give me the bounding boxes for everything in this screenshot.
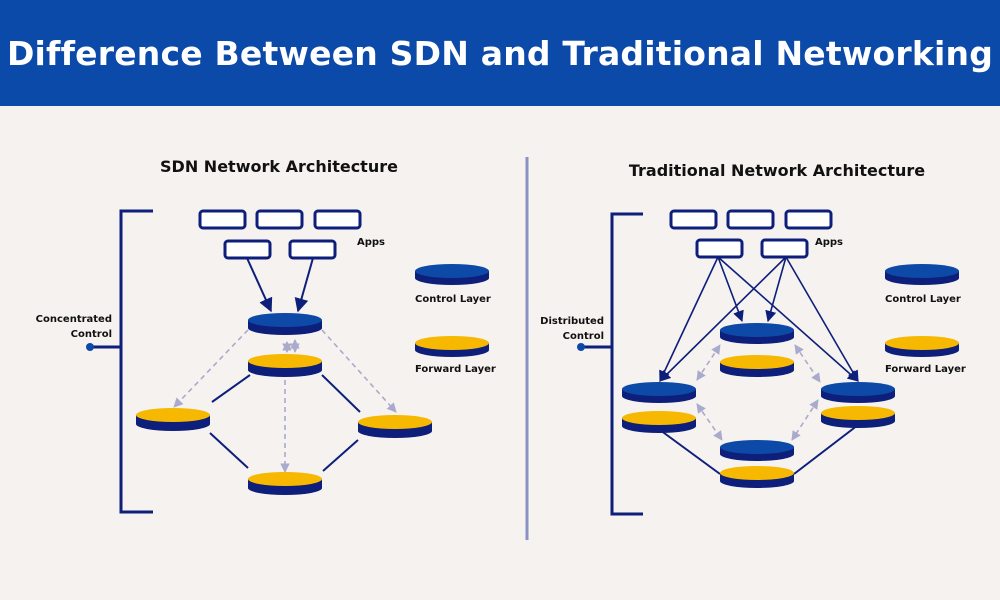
sdn-control-arrows bbox=[173, 329, 397, 473]
sdn-apps-label: Apps bbox=[357, 237, 385, 248]
traditional-bracket-dot bbox=[577, 343, 585, 351]
traditional-control-label-line2: Control bbox=[563, 331, 604, 342]
traditional-apps-label: Apps bbox=[815, 237, 843, 248]
traditional-node-bottom-control bbox=[720, 440, 794, 461]
title-banner: Difference Between SDN and Traditional N… bbox=[0, 0, 1000, 106]
traditional-app-box bbox=[695, 238, 744, 259]
traditional-panel: Traditional Network Architecture Distrib… bbox=[540, 161, 966, 516]
traditional-node-right-control bbox=[821, 382, 895, 403]
traditional-legend-control-icon bbox=[885, 264, 959, 285]
traditional-node-top-forward bbox=[720, 355, 794, 377]
sdn-forward-node-top bbox=[248, 354, 322, 377]
sdn-app-box bbox=[313, 209, 362, 230]
diagram-canvas: SDN Network Architecture Concentrated Co… bbox=[36, 157, 966, 540]
traditional-app-arrows bbox=[659, 256, 859, 383]
sdn-forward-node-bottom bbox=[248, 472, 322, 495]
traditional-node-left-forward bbox=[622, 411, 696, 433]
sdn-app-box bbox=[288, 239, 337, 260]
traditional-node-left-control bbox=[622, 382, 696, 403]
page-title: Difference Between SDN and Traditional N… bbox=[6, 33, 994, 73]
traditional-node-top-control bbox=[720, 323, 794, 344]
sdn-panel-title: SDN Network Architecture bbox=[160, 157, 398, 176]
sdn-control-label-line1: Concentrated bbox=[36, 314, 112, 325]
traditional-app-box bbox=[760, 238, 809, 259]
traditional-app-box bbox=[726, 209, 775, 230]
sdn-app-box bbox=[255, 209, 304, 230]
traditional-legend-forward-icon bbox=[885, 336, 959, 357]
sdn-bracket bbox=[119, 209, 153, 514]
sdn-legend-forward-icon bbox=[415, 336, 489, 357]
sdn-app-box bbox=[198, 209, 247, 230]
traditional-node-right-forward bbox=[821, 406, 895, 428]
sdn-legend-control-icon bbox=[415, 264, 489, 285]
sdn-control-label-line2: Control bbox=[71, 329, 112, 340]
traditional-app-box bbox=[784, 209, 833, 230]
sdn-app-arrow bbox=[294, 257, 314, 313]
traditional-panel-title: Traditional Network Architecture bbox=[629, 161, 925, 180]
sdn-app-arrow bbox=[246, 257, 273, 313]
sdn-forward-links bbox=[209, 374, 361, 472]
traditional-legend-control-label: Control Layer bbox=[885, 294, 961, 305]
sdn-legend-control-label: Control Layer bbox=[415, 294, 491, 305]
traditional-app-box bbox=[669, 209, 718, 230]
traditional-control-label-line1: Distributed bbox=[540, 316, 604, 327]
sdn-app-box bbox=[223, 239, 272, 260]
sdn-control-node bbox=[248, 313, 322, 335]
sdn-legend-forward-label: Forward Layer bbox=[415, 364, 496, 375]
traditional-bracket bbox=[610, 212, 643, 516]
sdn-panel: SDN Network Architecture Concentrated Co… bbox=[36, 157, 496, 514]
sdn-forward-node-left bbox=[136, 408, 210, 431]
traditional-forward-links bbox=[659, 424, 859, 475]
sdn-forward-node-right bbox=[358, 415, 432, 438]
traditional-node-bottom-forward bbox=[720, 466, 794, 488]
traditional-control-arrows bbox=[696, 344, 821, 441]
traditional-legend-forward-label: Forward Layer bbox=[885, 364, 966, 375]
sdn-bracket-dot bbox=[86, 343, 94, 351]
